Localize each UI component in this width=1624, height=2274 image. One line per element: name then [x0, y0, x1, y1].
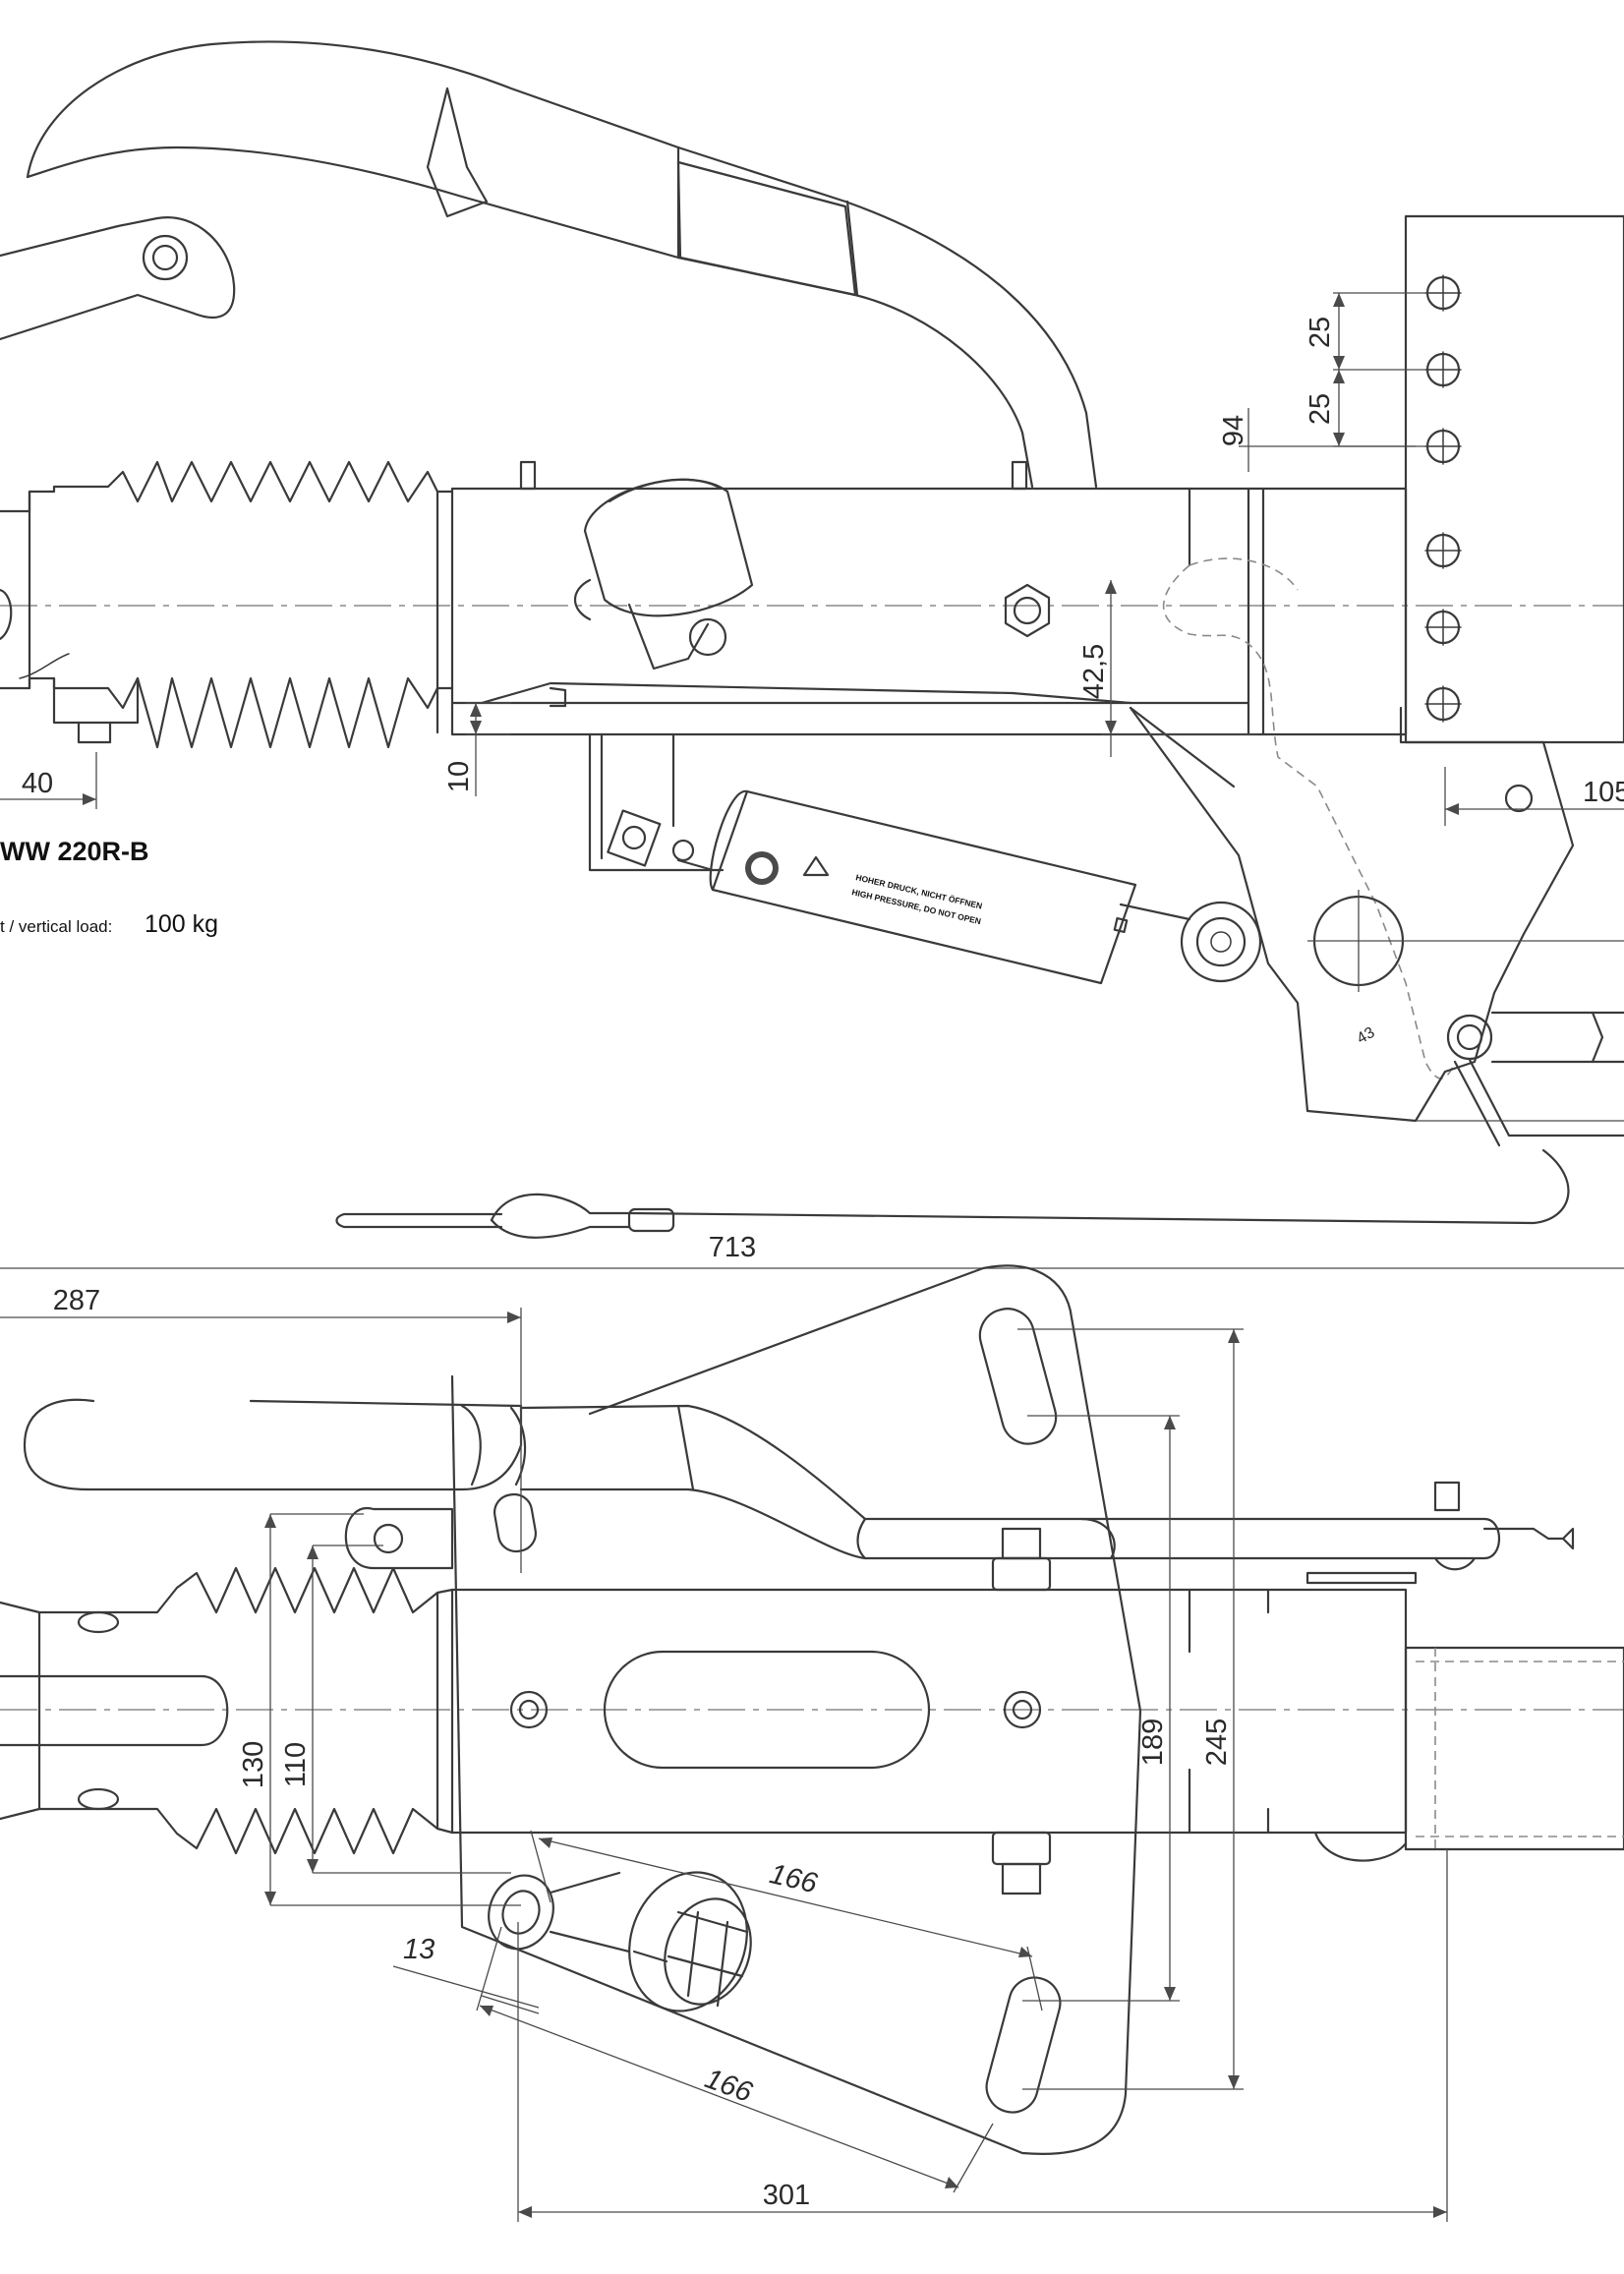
drawbar-housing	[450, 460, 1408, 736]
lower-slot-icon	[985, 1976, 1062, 2114]
dim-13: 13	[392, 1934, 540, 2014]
dim-166-upper: 166	[530, 1830, 1043, 2012]
bolt-hole-4	[1424, 532, 1462, 569]
handbrake-lever	[26, 40, 1098, 489]
dim-166-upper: 166	[767, 1858, 821, 1899]
gas-damper: HOHER DRUCK, NICHT ÖFFNEN HIGH PRESSURE,…	[676, 789, 1262, 985]
mounting-plate-side	[1404, 214, 1624, 813]
plan-housing	[450, 1527, 1408, 1895]
dim-10: 10	[443, 702, 511, 796]
dim-105: 105	[1444, 767, 1624, 826]
dim-287: 287	[0, 1285, 522, 1573]
bolt-hole-6	[1424, 685, 1462, 723]
dim-713: 713	[709, 1232, 756, 1263]
side-socket	[574, 478, 754, 671]
dim-301: 301	[517, 1849, 1448, 2222]
handbrake-lever-plan	[23, 1398, 1575, 1585]
model-name: WW 220R-B	[0, 837, 149, 866]
dim-25-upper: 25	[1305, 317, 1336, 348]
breakaway-cable	[335, 1148, 1570, 1239]
bolt-hole-2	[1424, 351, 1462, 388]
open-position-outline	[1162, 564, 1456, 1079]
plan-view: 287 130 110 189	[0, 1264, 1624, 2222]
brake-bracket	[1129, 706, 1624, 1147]
side-view: HOHER DRUCK, NICHT ÖFFNEN HIGH PRESSURE,…	[0, 40, 1624, 1269]
dim-245: 245	[1201, 1719, 1233, 1766]
dim-301: 301	[763, 2180, 810, 2211]
damper-eye-icon	[1180, 901, 1262, 983]
pivot-bolt-icon	[142, 234, 189, 281]
dim-105: 105	[1583, 777, 1624, 808]
bolt-hole-3	[1424, 428, 1462, 465]
dim-189: 189	[1022, 1415, 1180, 2002]
dim-40: 40	[0, 752, 97, 809]
hex-nut-icon	[1004, 583, 1051, 638]
bolt-hole-5	[1424, 609, 1462, 646]
central-slot-icon	[603, 1650, 931, 1770]
dim-10: 10	[443, 761, 475, 792]
dim-25-stack: 25 25	[1305, 292, 1427, 447]
dim-94: 94	[1218, 415, 1249, 446]
dim-25-lower: 25	[1305, 393, 1336, 425]
dim-110: 110	[280, 1545, 511, 1874]
dim-166-lower: 166	[476, 1926, 994, 2193]
dim-40: 40	[22, 768, 53, 799]
dim-43: 43	[1355, 1024, 1378, 1048]
upper-eye	[344, 1492, 537, 1570]
mounting-plate-plan	[450, 1264, 1142, 2155]
upper-slot-icon	[978, 1308, 1058, 1445]
bellows-plan	[0, 1566, 454, 1855]
dim-287: 287	[53, 1285, 100, 1316]
dim-713: 713	[0, 1232, 1624, 1269]
coupling-head	[0, 216, 236, 341]
dim-13: 13	[403, 1934, 435, 1965]
vertical-load-value: 100 kg	[145, 910, 218, 938]
dim-42-5: 42,5	[1078, 644, 1110, 699]
dim-110: 110	[280, 1742, 312, 1787]
dim-130: 130	[238, 1513, 521, 1906]
bellows	[0, 460, 454, 749]
dim-42-5: 42,5	[1078, 580, 1258, 757]
bolt-hole-1	[1424, 274, 1462, 312]
lower-bracket	[588, 732, 725, 872]
lower-eye-socket	[488, 1871, 752, 2012]
dim-189: 189	[1137, 1719, 1169, 1766]
dim-130: 130	[238, 1741, 269, 1788]
warning-triangle-icon	[802, 855, 830, 877]
dim-166-lower: 166	[701, 2063, 757, 2109]
dim-94: 94	[1218, 408, 1416, 472]
plug-socket-icon	[628, 1871, 748, 2012]
dim-245: 245	[1017, 1328, 1244, 2090]
drawbar-tube	[1313, 1646, 1624, 1862]
vertical-load-label: t / vertical load:	[0, 917, 112, 936]
